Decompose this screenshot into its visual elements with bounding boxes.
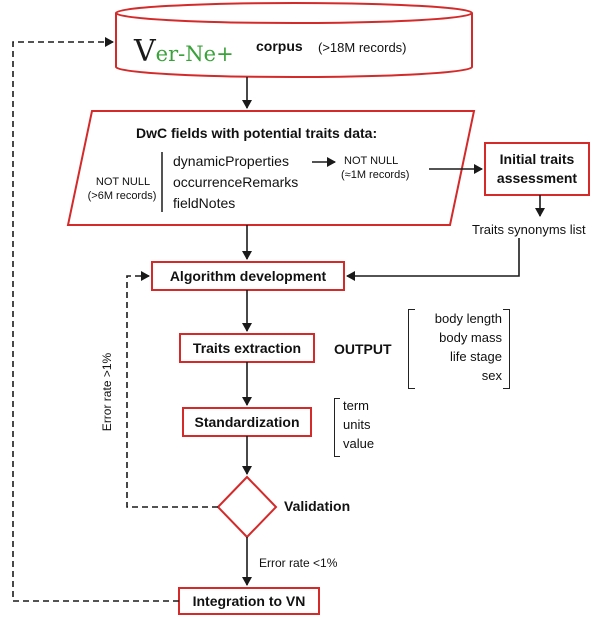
error-rate-high: Error rate >1% bbox=[100, 352, 114, 432]
standardization-label: Standardization bbox=[194, 414, 300, 430]
vertnet-logo: Ver-Ne+ bbox=[134, 34, 234, 69]
output-item: sex bbox=[481, 368, 502, 383]
standardization-bracket bbox=[334, 398, 340, 457]
validation-diamond bbox=[216, 475, 278, 539]
traits-synonyms-list: Traits synonyms list bbox=[472, 222, 586, 237]
field-notes: fieldNotes bbox=[173, 195, 236, 211]
output-item: body mass bbox=[439, 330, 502, 345]
extraction-label: Traits extraction bbox=[192, 340, 302, 356]
output-item: body length bbox=[434, 311, 502, 326]
standardization-item: value bbox=[343, 436, 375, 451]
output-label: OUTPUT bbox=[334, 341, 392, 357]
output-item: life stage bbox=[449, 349, 502, 364]
field-occurrence-remarks: occurrenceRemarks bbox=[173, 174, 299, 190]
output-bracket-right bbox=[503, 309, 510, 389]
error-rate-low: Error rate <1% bbox=[259, 556, 338, 570]
integration-label: Integration to VN bbox=[192, 593, 306, 609]
algorithm-label: Algorithm development bbox=[169, 268, 327, 284]
extraction-box bbox=[179, 333, 315, 363]
integration-box bbox=[178, 587, 320, 615]
corpus-records: (>18M records) bbox=[318, 40, 407, 55]
dwc-fields-parallelogram bbox=[66, 110, 476, 226]
standardization-box bbox=[182, 407, 312, 437]
not-null-right-label: NOT NULL bbox=[344, 155, 399, 167]
standardization-item: units bbox=[343, 417, 371, 432]
corpus-label: corpus bbox=[256, 38, 303, 54]
feedback-dashed-lines bbox=[12, 37, 218, 602]
not-null-left-count: (>6M records) bbox=[87, 190, 157, 202]
algorithm-box bbox=[151, 261, 345, 291]
initial-traits-label-1: Initial traits bbox=[499, 151, 575, 167]
corpus-database-shape bbox=[115, 2, 473, 78]
initial-traits-label-2: assessment bbox=[496, 170, 578, 186]
output-bracket-left bbox=[408, 309, 415, 389]
field-dynamic-properties: dynamicProperties bbox=[173, 153, 289, 169]
not-null-right-count: (≈1M records) bbox=[341, 169, 410, 181]
initial-traits-box bbox=[484, 142, 590, 196]
dwc-title: DwC fields with potential traits data: bbox=[136, 125, 378, 141]
flow-arrows bbox=[242, 77, 545, 586]
validation-label: Validation bbox=[284, 498, 351, 514]
not-null-left-label: NOT NULL bbox=[95, 176, 151, 188]
standardization-item: term bbox=[343, 398, 369, 413]
